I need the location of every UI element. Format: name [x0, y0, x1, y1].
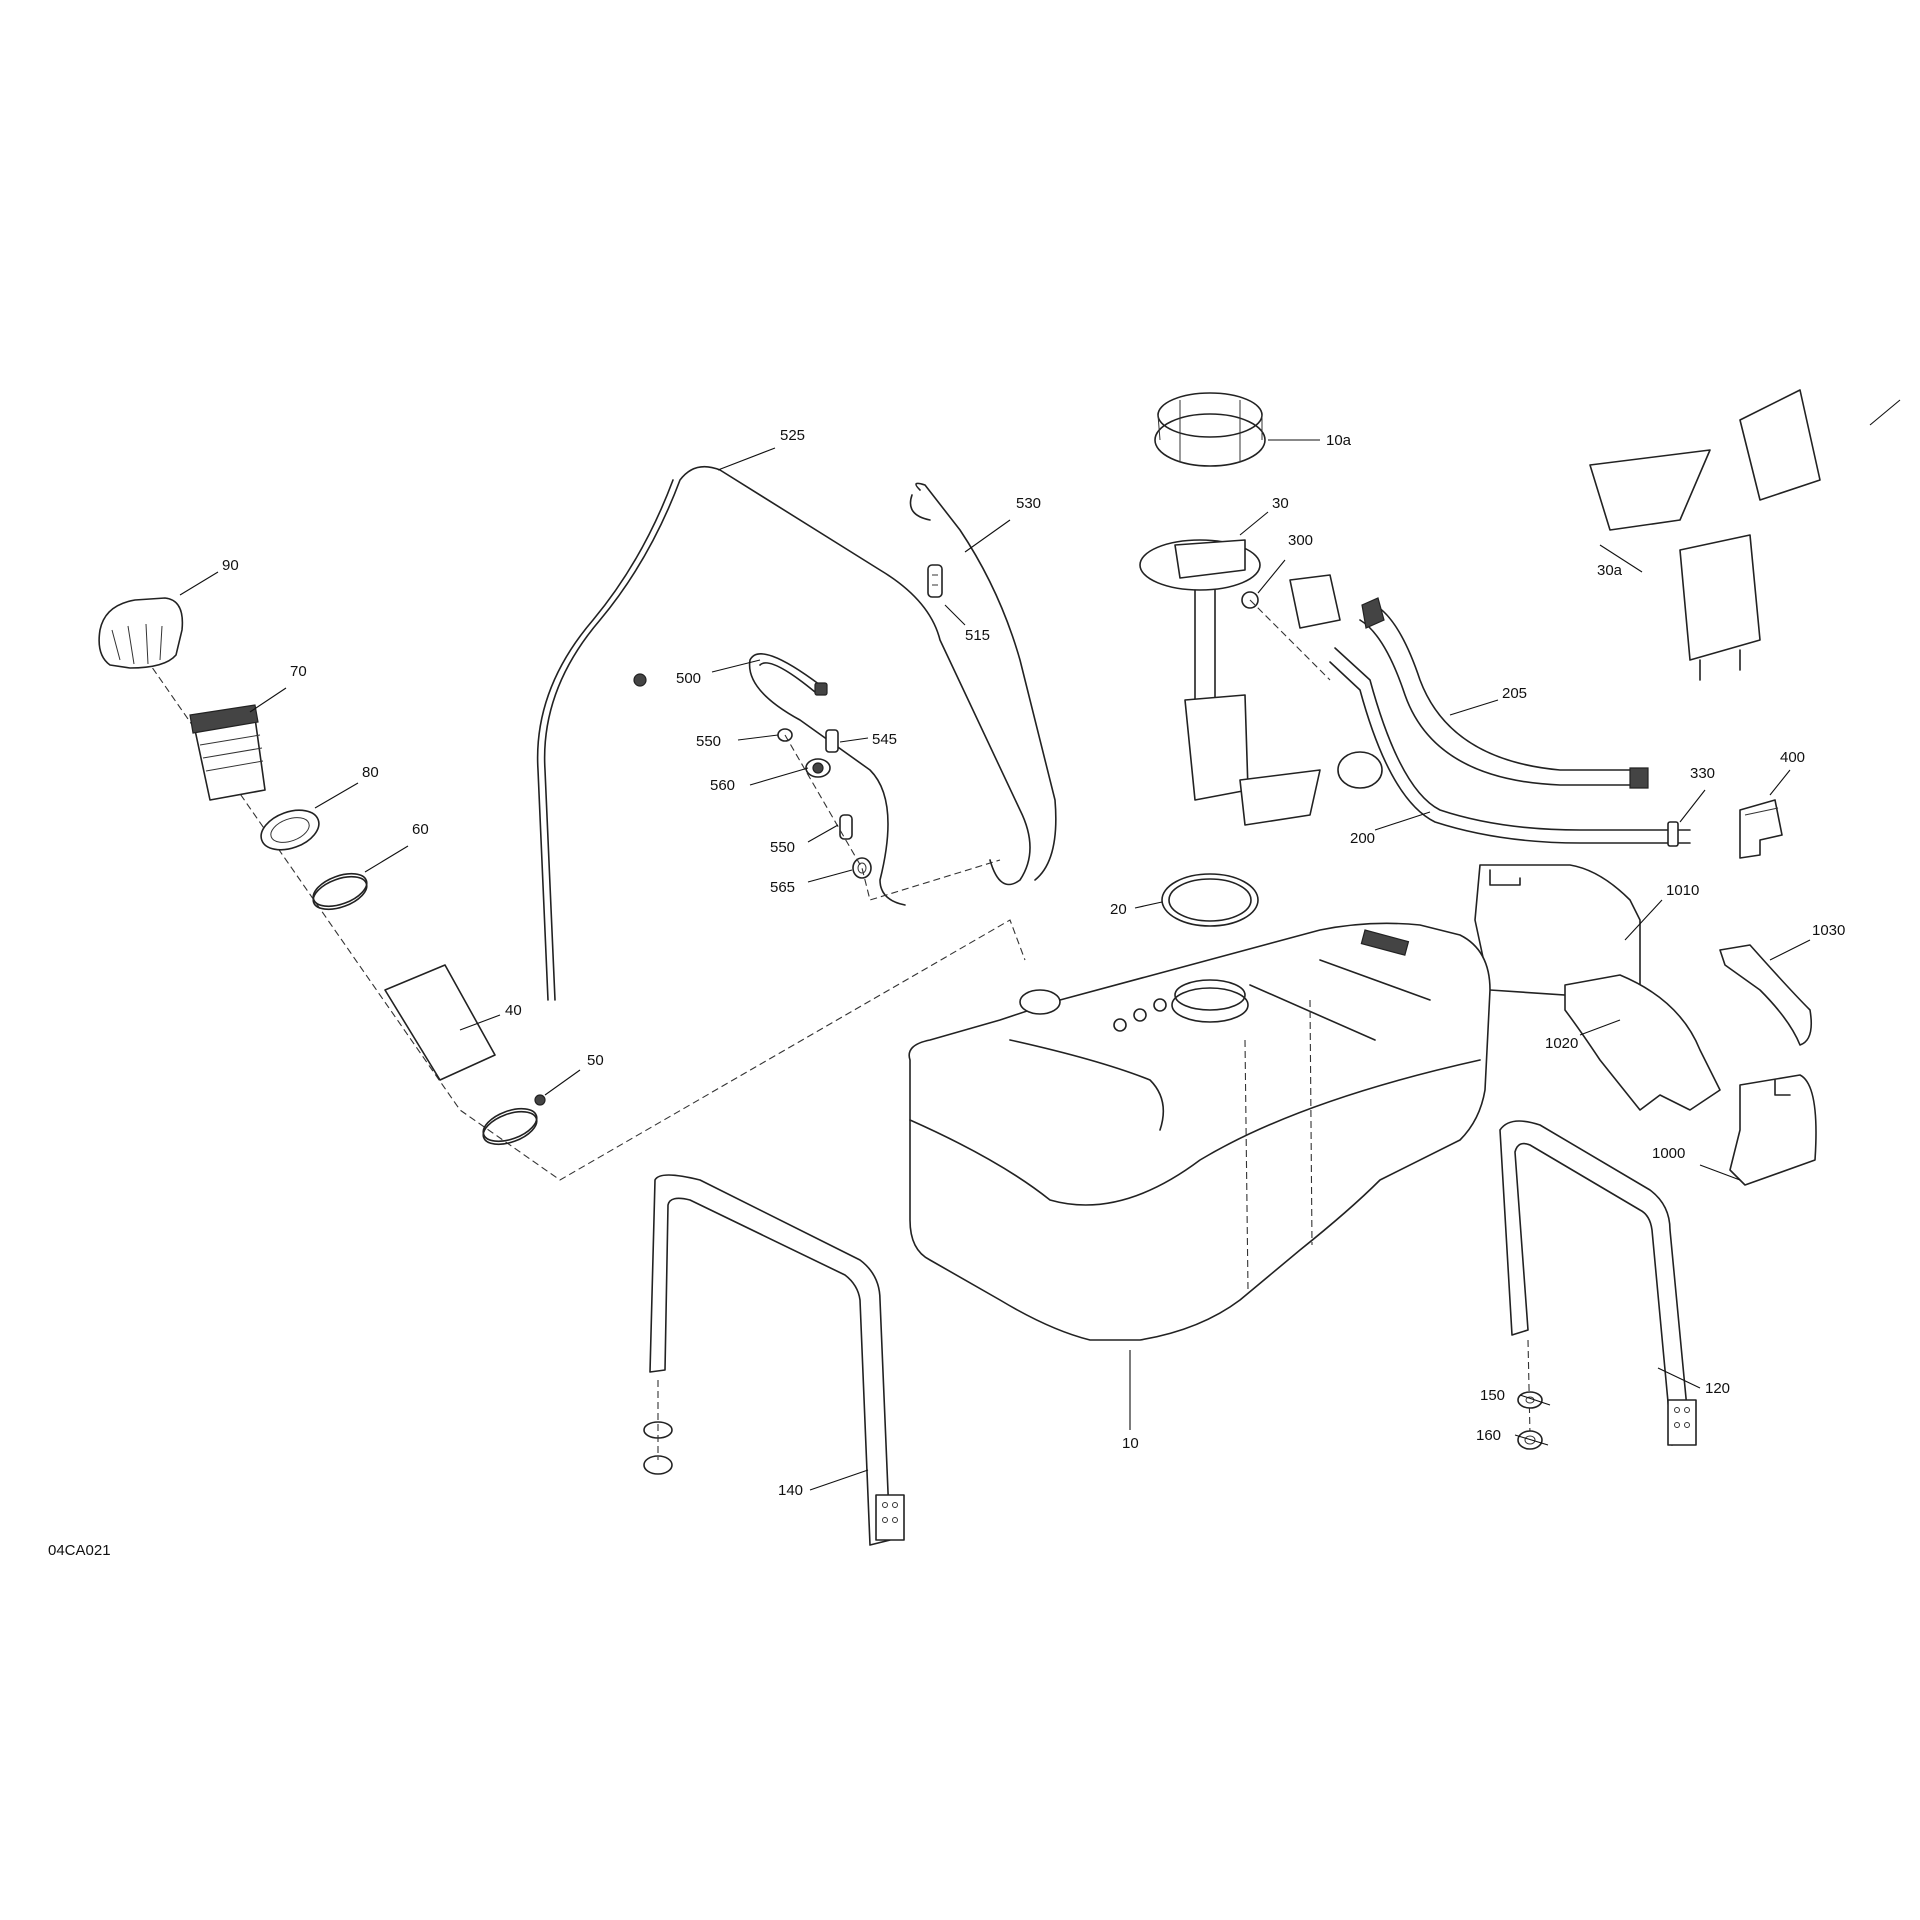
fitting-545 — [825, 729, 839, 753]
callout-560: 560 — [710, 777, 735, 794]
callout-530: 530 — [1016, 495, 1041, 512]
vent-hose-525 — [536, 465, 1031, 1001]
cap-300-detail — [1249, 574, 1341, 681]
oring-550-lower — [839, 814, 853, 840]
fuel-hose-200 — [1329, 647, 1691, 844]
callout-20: 20 — [1110, 901, 1127, 918]
heat-shield-1020 — [1564, 974, 1721, 1111]
callout-160: 160 — [1476, 1427, 1501, 1444]
pump-assembly-30a — [1589, 389, 1821, 681]
callout-1000: 1000 — [1652, 1145, 1685, 1162]
callout-205: 205 — [1502, 685, 1527, 702]
heat-shield-1000 — [1729, 1074, 1817, 1186]
gasket-20 — [1161, 873, 1259, 927]
diagram-code: 04CA021 — [48, 1542, 111, 1559]
dashed-links-vent — [784, 734, 1001, 901]
callout-10: 10 — [1122, 1435, 1139, 1452]
filler-axis-dashline — [139, 649, 1026, 1181]
callout-500: 500 — [676, 670, 701, 687]
strap-140 — [643, 1174, 905, 1546]
callout-50: 50 — [587, 1052, 604, 1069]
callout-550-upper: 550 — [696, 733, 721, 750]
callout-150: 150 — [1480, 1387, 1505, 1404]
callout-300: 300 — [1288, 532, 1313, 549]
fuel-tank-10 — [908, 922, 1491, 1341]
callout-200: 200 — [1350, 830, 1375, 847]
callout-525: 525 — [780, 427, 805, 444]
callout-70: 70 — [290, 663, 307, 680]
callout-550-lower: 550 — [770, 839, 795, 856]
callout-30a: 30a — [1597, 562, 1623, 579]
valve-560 — [805, 758, 831, 778]
callout-545: 545 — [872, 731, 897, 748]
callout-90: 90 — [222, 557, 239, 574]
valve-515 — [927, 564, 943, 598]
callout-140: 140 — [778, 1482, 803, 1499]
callout-400: 400 — [1780, 749, 1805, 766]
callout-80: 80 — [362, 764, 379, 781]
lock-ring-10a — [1154, 392, 1266, 467]
callout-1030: 1030 — [1812, 922, 1845, 939]
callout-330: 330 — [1690, 765, 1715, 782]
washer-150 — [1517, 1391, 1543, 1409]
nut-80 — [260, 809, 320, 851]
clamp-330 — [1667, 821, 1679, 847]
callout-40: 40 — [505, 1002, 522, 1019]
fuel-cap-90 — [98, 597, 184, 669]
vent-hose-500 — [748, 653, 906, 906]
filler-hose-40 — [384, 964, 496, 1081]
callout-515: 515 — [965, 627, 990, 644]
heat-shield-1030 — [1719, 944, 1813, 1046]
callout-1010: 1010 — [1666, 882, 1699, 899]
callout-1020: 1020 — [1545, 1035, 1578, 1052]
clamp-50 — [482, 1094, 546, 1146]
callout-30: 30 — [1272, 495, 1289, 512]
grommet-565 — [852, 857, 872, 879]
callout-60: 60 — [412, 821, 429, 838]
strap-120 — [1499, 1120, 1697, 1446]
filler-neck-70 — [189, 704, 266, 801]
elbow-400 — [1739, 799, 1783, 859]
vent-hose-530 — [909, 482, 1057, 881]
callout-565: 565 — [770, 879, 795, 896]
fuel-pump-module-30 — [1139, 539, 1383, 826]
leader-lines — [179, 399, 1901, 1491]
fuel-hose-205 — [1359, 597, 1649, 789]
callout-labels: 90 70 80 60 40 50 525 530 515 500 550 54… — [222, 427, 1845, 1499]
callout-10a: 10a — [1326, 432, 1352, 449]
clamp-60 — [312, 872, 368, 911]
callout-120: 120 — [1705, 1380, 1730, 1397]
